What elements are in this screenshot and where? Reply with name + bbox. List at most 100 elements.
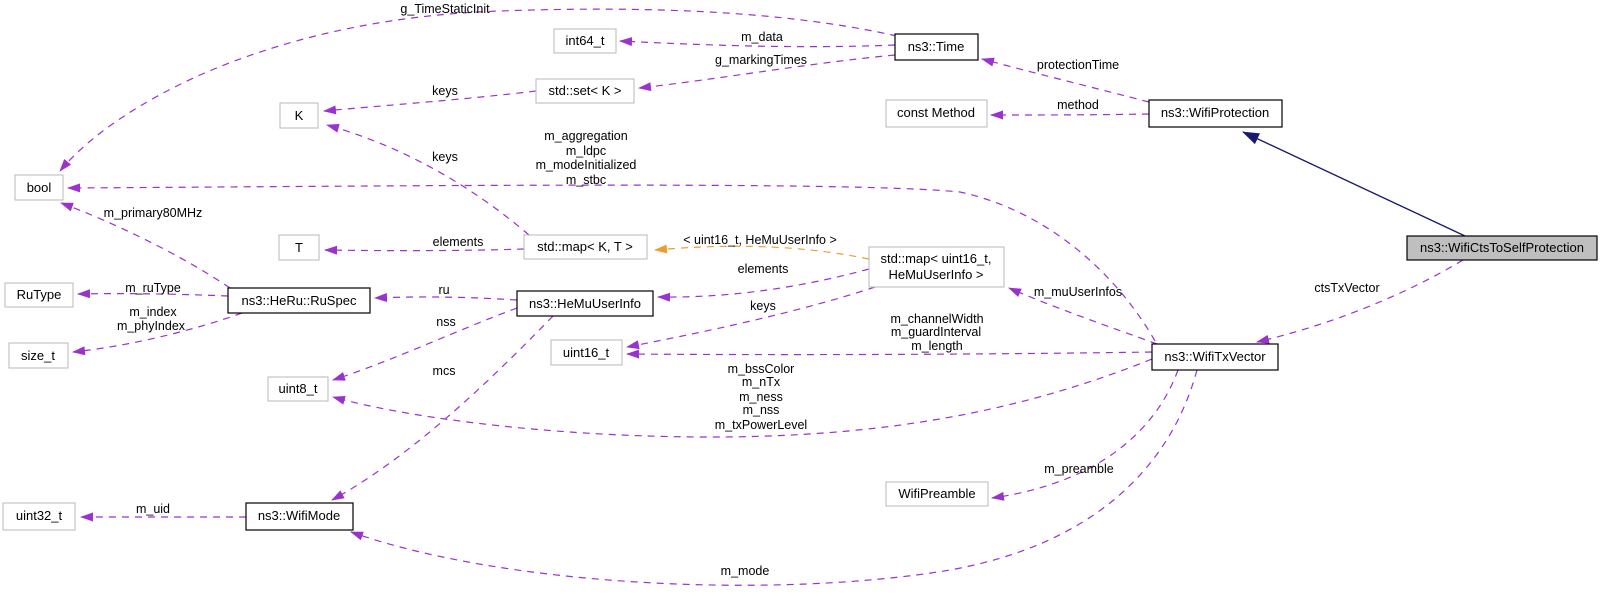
edge-label-method: method	[1057, 98, 1099, 112]
edge-label-m-ldpc: m_ldpc	[566, 144, 606, 158]
edge-g-marking-times	[638, 54, 896, 92]
edge-m-primary80mhz	[60, 202, 231, 289]
node-int64-t: int64_t	[553, 28, 617, 54]
edge-label-m-tx-power-level: m_txPowerLevel	[715, 418, 807, 432]
edge-label-m-aggregation: m_aggregation	[544, 129, 627, 143]
svg-text:size_t: size_t	[21, 348, 55, 363]
svg-text:WifiPreamble: WifiPreamble	[898, 486, 975, 501]
node-ns3-wifi-protection[interactable]: ns3::WifiProtection	[1148, 99, 1283, 128]
edge-label-m-guard-interval: m_guardInterval	[891, 325, 981, 339]
edge-elements-map-u16	[657, 268, 870, 302]
node-std-map-k-t: std::map< K, T >	[523, 234, 648, 260]
edge-label-m-ntx: m_nTx	[742, 375, 781, 389]
edge-label-cts-tx-vector: ctsTxVector	[1314, 281, 1379, 295]
edges	[59, 8, 1466, 586]
edge-label-template-args: < uint16_t, HeMuUserInfo >	[683, 233, 837, 247]
edge-label-m-mu-user-infos: m_muUserInfos	[1034, 285, 1122, 299]
node-ns3-wifimode[interactable]: ns3::WifiMode	[245, 502, 354, 531]
svg-text:HeMuUserInfo >: HeMuUserInfo >	[888, 267, 983, 282]
svg-text:int64_t: int64_t	[565, 33, 604, 48]
edge-keys-map-u16	[626, 286, 876, 350]
edge-label-m-nss: m_nss	[743, 403, 780, 417]
svg-text:ns3::WifiProtection: ns3::WifiProtection	[1161, 105, 1269, 120]
node-rutype: RuType	[4, 282, 74, 308]
edge-nss	[332, 307, 518, 381]
svg-text:std::set< K >: std::set< K >	[549, 83, 622, 98]
edge-label-g-marking-times: g_markingTimes	[715, 53, 807, 67]
edge-label-m-rutype: m_ruType	[125, 281, 181, 295]
svg-text:uint8_t: uint8_t	[278, 381, 317, 396]
svg-text:uint32_t: uint32_t	[16, 508, 63, 523]
edge-wifitx-bool	[67, 183, 1156, 342]
svg-text:ns3::WifiTxVector: ns3::WifiTxVector	[1164, 349, 1266, 364]
edge-label-m-index: m_index	[129, 305, 177, 319]
edge-m-mu-user-infos	[1008, 287, 1158, 345]
edge-m-index-phyindex	[72, 312, 243, 356]
edge-label-keys-map-kt: keys	[432, 150, 458, 164]
node-bool: bool	[14, 174, 64, 201]
node-const-method: const Method	[885, 99, 988, 128]
edge-wifitx-uint16	[626, 349, 1153, 359]
edge-label-elements-map-u16: elements	[738, 262, 789, 276]
edge-label-m-channel-width: m_channelWidth	[890, 312, 983, 326]
node-std-map-uint16-hemuuserinfo: std::map< uint16_t, HeMuUserInfo >	[868, 246, 1005, 288]
edge-label-m-uid: m_uid	[136, 502, 170, 516]
edge-label-keys-map-u16: keys	[750, 299, 776, 313]
edge-ru	[374, 293, 518, 303]
edge-elements-t	[324, 245, 525, 255]
svg-text:uint16_t: uint16_t	[563, 345, 610, 360]
edge-label-m-primary80mhz: m_primary80MHz	[104, 206, 203, 220]
edge-label-m-mode-initialized: m_modeInitialized	[536, 158, 637, 172]
node-uint16-t: uint16_t	[550, 339, 623, 366]
edge-inheritance	[1242, 131, 1466, 237]
edge-mcs	[331, 315, 554, 501]
nodes: bool K int64_t ns3::Time std::set< K > c…	[2, 28, 1598, 531]
edge-wifitx-uint8	[332, 358, 1153, 438]
edge-labels: g_TimeStaticInit m_data g_markingTimes k…	[104, 2, 1380, 578]
edge-label-nss: nss	[436, 315, 455, 329]
edge-label-ru: ru	[438, 283, 449, 297]
node-k: K	[279, 102, 319, 129]
edge-label-m-mode: m_mode	[721, 564, 770, 578]
edge-label-elements-t: elements	[433, 235, 484, 249]
node-size-t: size_t	[8, 342, 69, 369]
edge-g-time-static-init	[59, 8, 898, 172]
svg-text:std::map< K, T >: std::map< K, T >	[537, 239, 633, 254]
svg-text:ns3::WifiMode: ns3::WifiMode	[258, 508, 340, 523]
edge-template-instance	[654, 244, 870, 260]
svg-text:RuType: RuType	[17, 287, 62, 302]
edge-keys-map-kt	[326, 123, 530, 236]
svg-text:std::map< uint16_t,: std::map< uint16_t,	[881, 251, 992, 266]
svg-text:bool: bool	[27, 180, 52, 195]
node-ns3-wifitxvector[interactable]: ns3::WifiTxVector	[1151, 343, 1279, 371]
edge-label-m-data: m_data	[741, 30, 783, 44]
node-std-set-k: std::set< K >	[535, 78, 635, 104]
edge-label-m-stbc: m_stbc	[566, 173, 606, 187]
edge-m-data	[619, 37, 896, 48]
edge-m-rutype	[77, 289, 229, 299]
edge-label-m-length: m_length	[911, 339, 962, 353]
edge-label-keys-set: keys	[432, 84, 458, 98]
svg-text:T: T	[295, 240, 303, 255]
node-t: T	[278, 234, 320, 261]
node-ns3-wifictstoselfprotection: ns3::WifiCtsToSelfProtection	[1406, 235, 1598, 261]
node-ns3-time[interactable]: ns3::Time	[894, 33, 979, 61]
edge-keys-set	[323, 90, 537, 115]
svg-text:ns3::HeMuUserInfo: ns3::HeMuUserInfo	[529, 296, 641, 311]
node-wifipreamble: WifiPreamble	[885, 481, 989, 507]
node-uint32-t: uint32_t	[2, 502, 76, 531]
edge-label-m-preamble: m_preamble	[1044, 462, 1114, 476]
edge-label-m-ness: m_ness	[739, 390, 783, 404]
node-ns3-heru-ruspec[interactable]: ns3::HeRu::RuSpec	[227, 287, 371, 314]
edge-label-protection-time: protectionTime	[1037, 58, 1119, 72]
node-uint8-t: uint8_t	[267, 376, 329, 402]
svg-text:ns3::HeRu::RuSpec: ns3::HeRu::RuSpec	[242, 293, 357, 308]
edge-label-m-bss-color: m_bssColor	[728, 362, 795, 376]
node-ns3-hemuuserinfo[interactable]: ns3::HeMuUserInfo	[516, 290, 654, 317]
edge-label-g-time-static-init: g_TimeStaticInit	[400, 2, 490, 16]
edge-m-preamble	[991, 369, 1179, 501]
edge-label-mcs: mcs	[433, 364, 456, 378]
edge-m-mode	[350, 369, 1198, 586]
svg-text:const Method: const Method	[897, 105, 975, 120]
